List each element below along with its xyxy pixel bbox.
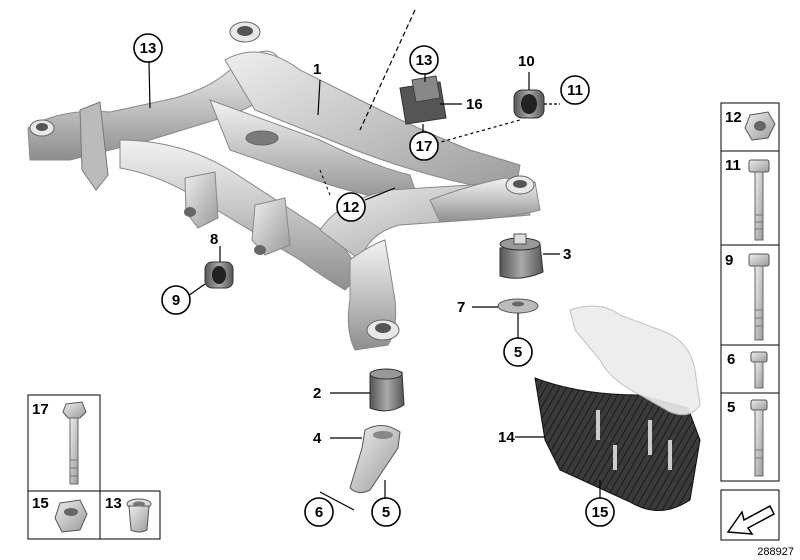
callout-13-circle-a: 13 [140, 40, 157, 57]
panel-label-12: 12 [725, 109, 742, 126]
bolt-9-icon [748, 253, 770, 341]
callout-16: 16 [466, 96, 483, 113]
callouts: 1 2 3 4 7 8 10 14 16 [210, 53, 571, 447]
rear-subframe [27, 21, 541, 351]
nut-12-icon [744, 111, 776, 141]
callout-11-circle: 11 [567, 82, 583, 99]
fastener-side-panel: 12 11 9 6 5 [720, 102, 780, 541]
callout-12-circle: 12 [343, 199, 360, 216]
fastener-bottom-panel: 17 15 13 [27, 394, 161, 540]
circled-callouts: 13 13 17 11 12 9 5 5 6 15 [133, 33, 615, 527]
washer-part-7 [497, 298, 539, 314]
orientation-arrow-icon [726, 504, 775, 535]
panel-label-6: 6 [727, 351, 735, 368]
bushing-part-9 [204, 261, 234, 289]
callout-9-circle: 9 [172, 292, 180, 309]
callout-8: 8 [210, 231, 218, 248]
bushing-part-16 [399, 75, 447, 125]
callout-3: 3 [563, 246, 571, 263]
callout-15-circle: 15 [592, 504, 609, 521]
bolt-5-icon [750, 399, 768, 477]
bolt-6-icon [750, 351, 768, 389]
rubber-mount-part-2 [369, 368, 405, 412]
panel-label-15: 15 [32, 495, 49, 512]
callout-5-circle-b: 5 [382, 504, 390, 521]
panel-label-5: 5 [727, 399, 735, 416]
bolt-17-icon [62, 401, 87, 485]
callout-6-circle: 6 [315, 504, 323, 521]
bushing-part-10 [513, 89, 545, 119]
panel-label-11: 11 [725, 157, 741, 174]
nut-15-icon [54, 499, 88, 533]
callout-14: 14 [498, 429, 515, 446]
sleeve-13-icon [126, 498, 152, 533]
rubber-mount-part-3 [499, 233, 544, 279]
panel-label-9: 9 [725, 252, 733, 269]
bolt-11-icon [748, 159, 770, 241]
callout-2: 2 [313, 385, 321, 402]
callout-7: 7 [457, 299, 465, 316]
callout-13-circle-b: 13 [416, 52, 433, 69]
control-arm-outline [569, 305, 701, 416]
callout-4: 4 [313, 430, 322, 447]
panel-label-13: 13 [105, 495, 122, 512]
callout-17-circle: 17 [416, 138, 433, 155]
diagram-id: 288927 [757, 546, 794, 558]
panel-label-17: 17 [32, 401, 49, 418]
underbody-shield-part-14 [534, 377, 701, 511]
callout-1: 1 [313, 61, 321, 78]
plate-part-4 [349, 425, 401, 494]
leader-lines [148, 9, 601, 511]
callout-10: 10 [518, 53, 535, 70]
callout-5-circle-a: 5 [514, 344, 522, 361]
